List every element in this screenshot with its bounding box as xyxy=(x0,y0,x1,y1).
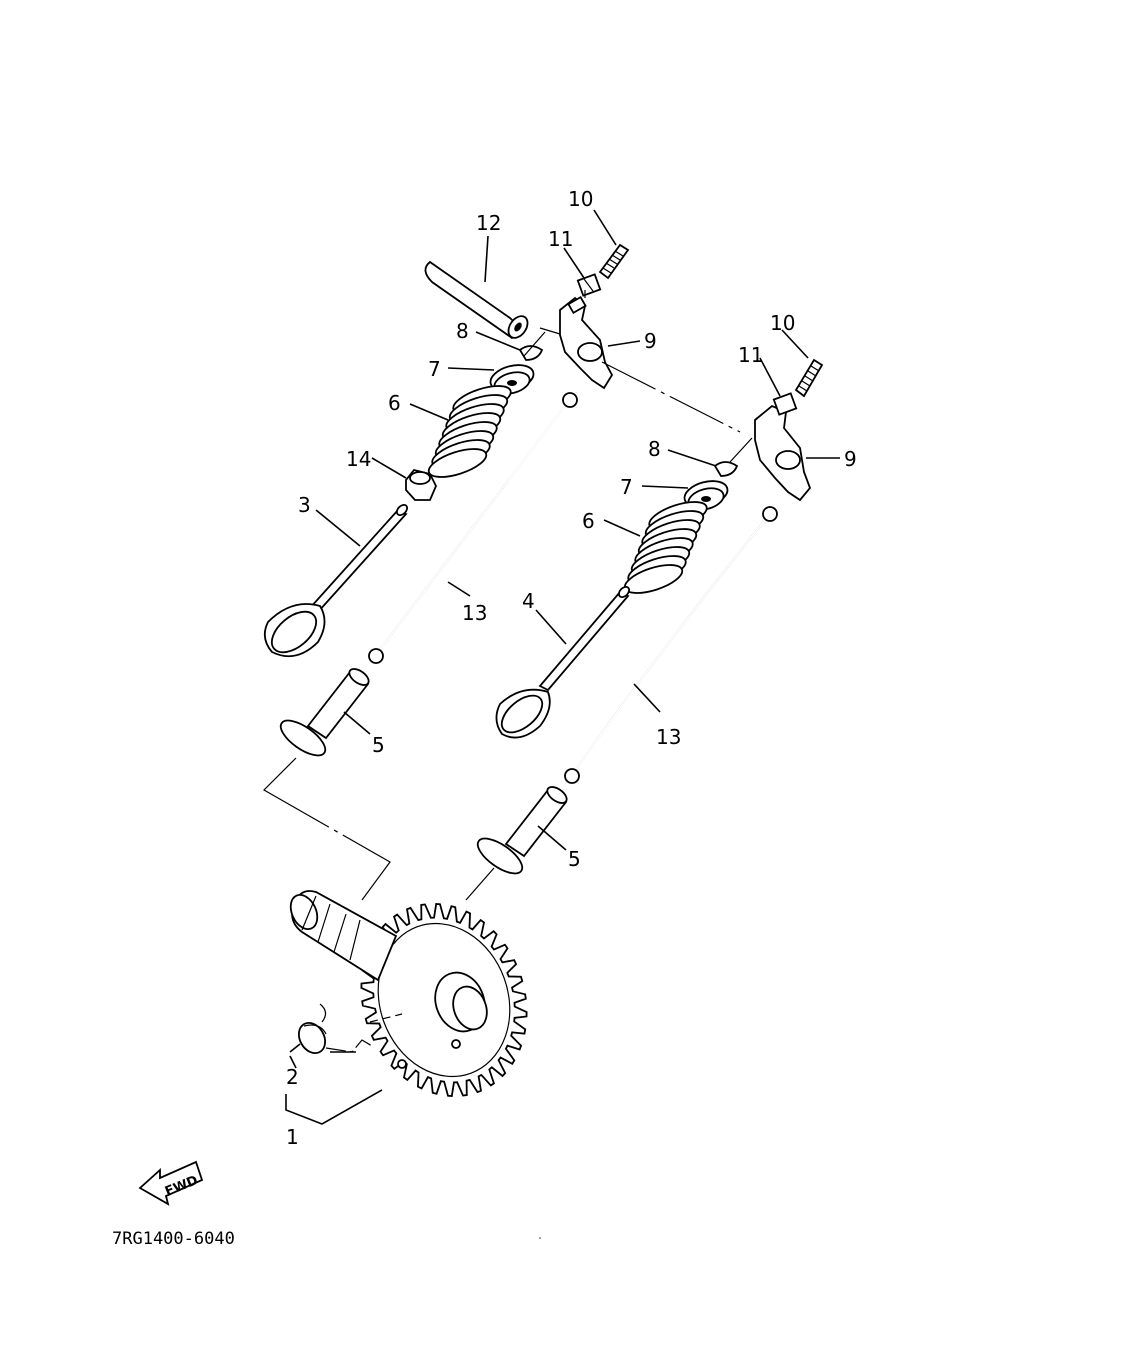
forward-direction-arrow: FWD xyxy=(138,1160,204,1206)
stray-mark xyxy=(539,1237,541,1239)
rocker-arm-lower xyxy=(754,404,812,502)
callout-3: 3 xyxy=(298,493,311,517)
exhaust-valve xyxy=(495,586,630,739)
spring-coil xyxy=(427,448,488,478)
callout-13-upper: 13 xyxy=(462,601,487,625)
callout-5-upper: 5 xyxy=(372,733,385,757)
valve-lifter-lower xyxy=(476,786,568,875)
callout-8-upper: 8 xyxy=(456,319,469,343)
callout-7-lower: 7 xyxy=(620,475,633,499)
callout-11-lower: 11 xyxy=(738,343,763,367)
document-code: 7RG1400-6040 xyxy=(112,1229,235,1249)
callout-11-upper: 11 xyxy=(548,227,573,251)
spring-retainer-upper xyxy=(489,364,535,395)
push-rod-lower xyxy=(564,506,778,784)
adjust-screw-upper xyxy=(598,243,630,280)
callout-5-lower: 5 xyxy=(568,847,581,871)
callout-14: 14 xyxy=(346,447,371,471)
valve-cotter-lower xyxy=(713,461,739,477)
valve-stem-seal xyxy=(405,468,437,501)
callout-1: 1 xyxy=(286,1125,299,1149)
gear-hub xyxy=(397,971,488,1069)
valve-spring-lower xyxy=(623,501,708,594)
camshaft xyxy=(289,890,398,982)
callout-6-upper: 6 xyxy=(388,391,401,415)
callout-8-lower: 8 xyxy=(648,437,661,461)
locknut-upper xyxy=(576,273,602,297)
locknut-lower xyxy=(772,392,798,416)
callout-12: 12 xyxy=(476,211,501,235)
callout-7-upper: 7 xyxy=(428,357,441,381)
callout-13-lower: 13 xyxy=(656,725,681,749)
leader-lines xyxy=(285,209,840,1125)
callout-10-lower: 10 xyxy=(770,311,795,335)
decompression-cam xyxy=(297,1003,403,1054)
valve-lifter-upper xyxy=(279,668,370,757)
intake-valve xyxy=(263,504,408,658)
rocker-arm-upper xyxy=(559,295,614,390)
adjust-screw-lower xyxy=(794,358,824,398)
callout-labels: 10 11 12 8 9 7 6 14 3 13 5 10 11 8 9 7 6… xyxy=(286,187,857,1149)
callout-4: 4 xyxy=(522,589,535,613)
callout-2: 2 xyxy=(286,1065,299,1089)
callout-9-upper: 9 xyxy=(644,329,657,353)
callout-10-upper: 10 xyxy=(568,187,593,211)
callout-9-lower: 9 xyxy=(844,447,857,471)
callout-6-lower: 6 xyxy=(582,509,595,533)
gear-web xyxy=(377,922,511,1078)
push-rod-upper xyxy=(368,392,578,664)
valve-spring-upper xyxy=(427,385,512,478)
assembly-guide-lines xyxy=(263,290,753,901)
valve-cotter-upper xyxy=(518,345,544,361)
rocker-shaft xyxy=(424,260,529,340)
